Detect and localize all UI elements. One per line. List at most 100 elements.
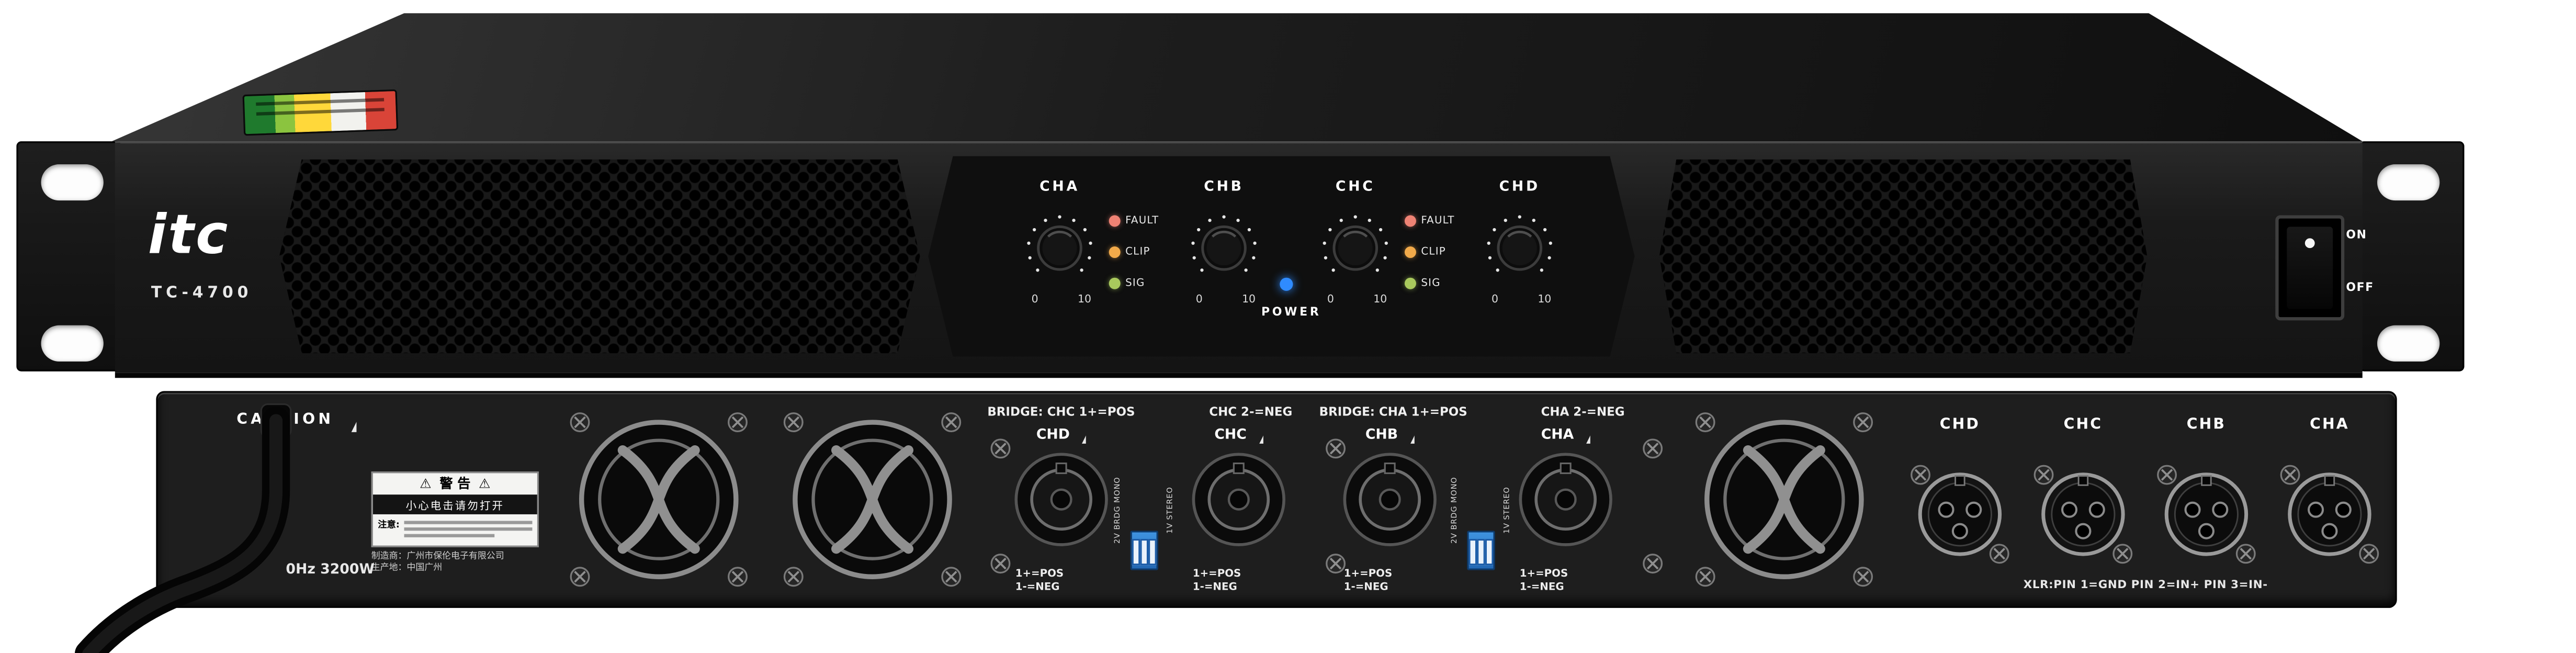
sticker-detail — [256, 98, 385, 106]
warning-triangle-icon: ⚠ — [420, 476, 432, 491]
bridge-wiring-label: BRIDGE: CHC 1+=POS — [987, 404, 1135, 419]
speakon-connector-chd — [1012, 450, 1110, 548]
wiring-line: 1-=NEG — [1519, 581, 1564, 593]
speakon-wiring-label: 1+=POS 1-=NEG — [1193, 569, 1241, 593]
xlr-channel-label: CHD — [1939, 417, 1980, 434]
ventilation-grille-left — [279, 159, 920, 354]
speakon-wiring-label: 1+=POS 1-=NEG — [1520, 569, 1568, 593]
high-voltage-icon — [1403, 425, 1415, 444]
xlr-connector-chc — [2037, 468, 2129, 560]
speakon-channel-label: CHC — [1190, 425, 1288, 444]
rear-panel: CAUTION ⚠ 警 告 ⚠ 小心电击请勿打开 注意: 制造商：广州市保伦电子… — [156, 391, 2397, 608]
dip-label-right: 1V STEREO — [1167, 487, 1176, 534]
manufacturer-line: 制造商：广州市保伦电子有限公司 — [371, 552, 504, 562]
dip-label-right: 1V STEREO — [1504, 487, 1512, 534]
front-panel: itc TC-4700 CHA CHB CHC CHD 0 10 0 10 0 … — [16, 13, 2465, 378]
wiring-line: 1+=POS — [1015, 568, 1064, 580]
channel-label-chc: CHC — [1335, 179, 1375, 196]
led-row: FAULT — [1109, 212, 1159, 228]
gain-knob-chd[interactable] — [1484, 212, 1556, 284]
bridge-wiring-label: CHA 2-=NEG — [1541, 404, 1625, 419]
speakon-channel-label: CHB — [1340, 425, 1439, 444]
rocker-button[interactable] — [2287, 227, 2333, 309]
dip-label-left: 2V BRDG MONO — [1451, 477, 1460, 544]
screw-icon — [1641, 552, 1664, 575]
speakon-wiring-label: 1+=POS 1-=NEG — [1344, 569, 1392, 593]
screw-icon — [940, 411, 963, 434]
dip-switch[interactable] — [1130, 531, 1158, 570]
knob-scale-min: 0 — [1327, 292, 1334, 306]
led-row: SIG — [1109, 274, 1145, 290]
front-face: itc TC-4700 CHA CHB CHC CHD 0 10 0 10 0 … — [115, 141, 2373, 378]
screw-icon — [940, 565, 963, 588]
power-label: POWER — [1261, 306, 1321, 319]
switch-on-label: ON — [2346, 228, 2367, 242]
knob-scale-min: 0 — [1031, 292, 1038, 306]
channel-text: CHA — [1541, 426, 1574, 443]
led-label: SIG — [1421, 277, 1441, 289]
warning-title-row: ⚠ 警 告 ⚠ — [373, 473, 537, 494]
speakon-channel-label: CHD — [1012, 425, 1110, 444]
warning-note-row: 注意: — [373, 514, 537, 546]
ventilation-grille-right — [1659, 159, 2148, 354]
rack-ear-left — [16, 141, 122, 371]
led-label: CLIP — [1125, 245, 1150, 257]
xlr-connector-cha — [2284, 468, 2376, 560]
screw-icon — [989, 437, 1012, 460]
knob-scale-max: 10 — [1538, 292, 1552, 306]
dip-label-left: 2V BRDG MONO — [1114, 477, 1123, 544]
high-voltage-icon — [1075, 425, 1086, 444]
screw-icon — [1851, 411, 1874, 434]
channel-label-chd: CHD — [1499, 179, 1540, 196]
screw-icon — [726, 565, 749, 588]
bridge-wiring-label: BRIDGE: CHA 1+=POS — [1319, 404, 1467, 419]
dip-switch[interactable] — [1467, 531, 1495, 570]
led-row: CLIP — [1109, 243, 1150, 260]
signal-led — [1404, 277, 1416, 289]
warning-triangle-icon: ⚠ — [479, 476, 491, 491]
clip-led — [1109, 245, 1121, 257]
rack-mount-slot — [41, 164, 104, 201]
model-number: TC-4700 — [151, 284, 253, 302]
cooling-fan — [577, 418, 741, 582]
wiring-line: 1+=POS — [1192, 568, 1241, 580]
power-led — [1280, 277, 1293, 291]
rack-ear-right — [2359, 141, 2465, 371]
chassis-top — [111, 13, 2363, 142]
wiring-line: 1+=POS — [1519, 568, 1568, 580]
led-label: FAULT — [1421, 214, 1455, 226]
speakon-channel-label: CHA — [1516, 425, 1614, 444]
manufacturer-info: 制造商：广州市保伦电子有限公司 生产地：中国广州 — [371, 552, 504, 575]
led-row: CLIP — [1404, 243, 1447, 260]
screw-icon — [726, 411, 749, 434]
knob-scale-max: 10 — [1242, 292, 1256, 306]
power-switch[interactable] — [2275, 215, 2345, 321]
xlr-pinout-note: XLR:PIN 1=GND PIN 2=IN+ PIN 3=IN- — [2023, 578, 2268, 592]
led-row: SIG — [1404, 274, 1441, 290]
led-label: CLIP — [1421, 245, 1447, 257]
rack-mount-slot — [2377, 325, 2440, 362]
screw-icon — [569, 565, 592, 588]
xlr-channel-label: CHB — [2186, 417, 2227, 434]
bridge-wiring-label: CHC 2-=NEG — [1209, 404, 1293, 419]
channel-label-cha: CHA — [1040, 179, 1080, 196]
gain-knob-chc[interactable] — [1319, 212, 1392, 284]
screw-icon — [1694, 411, 1717, 434]
knob-scale-min: 0 — [1491, 292, 1498, 306]
gain-knob-cha[interactable] — [1023, 212, 1095, 284]
brand-logo: itc — [148, 202, 230, 266]
warning-note: 注意: — [378, 521, 400, 531]
channel-label-chb: CHB — [1204, 179, 1244, 196]
led-row: FAULT — [1404, 212, 1455, 228]
xlr-channel-label: CHC — [2063, 417, 2103, 434]
led-label: FAULT — [1125, 214, 1159, 226]
high-voltage-icon — [1251, 425, 1263, 444]
fault-led — [1404, 214, 1416, 226]
xlr-connector-chb — [2160, 468, 2252, 560]
channel-text: CHC — [1214, 426, 1247, 443]
fault-led — [1109, 214, 1121, 226]
screw-icon — [569, 411, 592, 434]
power-cord — [75, 403, 292, 653]
gain-knob-chb[interactable] — [1188, 212, 1260, 284]
